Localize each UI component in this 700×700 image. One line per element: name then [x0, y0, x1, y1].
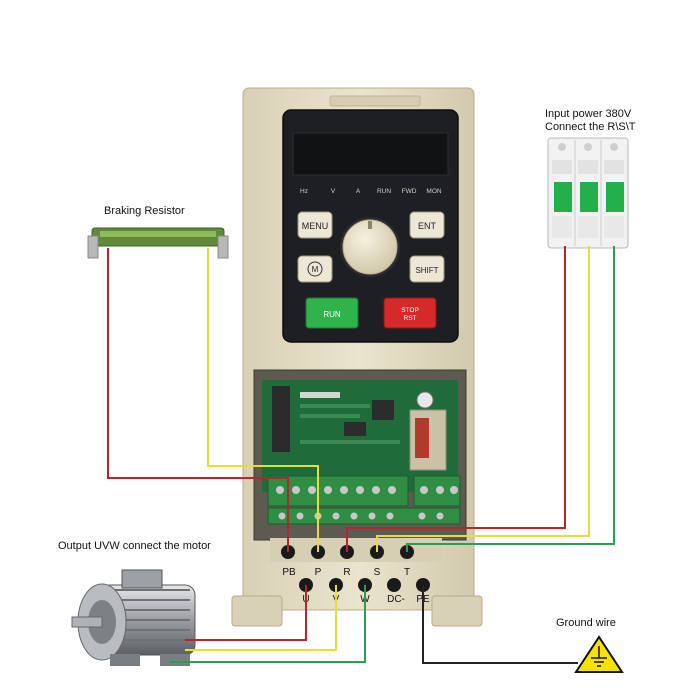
keypad-panel: Hz V A RUN FWD MON MENU ENT M SHIFT — [282, 109, 459, 343]
wire-input-r-red — [346, 246, 566, 552]
input-power-label: Input power 380V — [545, 108, 632, 120]
mount-foot-left — [231, 595, 283, 627]
terminal-label-r: R — [343, 567, 350, 578]
run-button-label: RUN — [323, 310, 341, 319]
mount-foot-right — [431, 595, 483, 627]
wire-output-u-red — [185, 585, 307, 641]
indicator-a: A — [356, 188, 361, 195]
potentiometer-knob[interactable] — [340, 217, 400, 277]
indicator-hz: Hz — [300, 188, 308, 195]
menu-button-label: MENU — [302, 221, 329, 231]
run-button[interactable]: RUN — [305, 297, 359, 329]
ground-symbol — [574, 635, 624, 673]
indicator-fwd: FWD — [402, 188, 417, 195]
wire-input-t-green — [406, 246, 615, 552]
terminal-screw-dc — [387, 578, 401, 592]
indicator-labels: Hz V A RUN FWD MON — [300, 188, 442, 195]
led-display — [292, 132, 449, 176]
breaker-handle-3 — [606, 182, 624, 212]
ground-wire-label: Ground wire — [556, 617, 616, 629]
trimmer-potentiometer — [416, 391, 434, 409]
ent-button-label: ENT — [418, 221, 437, 231]
wire-braking-red — [107, 248, 289, 552]
menu-button[interactable]: MENU — [297, 211, 333, 239]
input-power-connect-label: Connect the R\S\T — [545, 121, 636, 133]
terminal-label-dc: DC- — [387, 594, 405, 605]
motor-shaft — [71, 616, 103, 628]
wires — [107, 246, 615, 664]
output-uvw-label: Output UVW connect the motor — [58, 540, 211, 552]
motor — [71, 569, 196, 666]
terminal-bay — [253, 369, 467, 541]
terminal-label-p: P — [315, 567, 322, 578]
rst-button-label: RST — [404, 315, 417, 322]
wire-output-w-green — [170, 585, 366, 663]
stop-button-label: STOP — [401, 307, 419, 314]
indicator-run: RUN — [377, 188, 391, 195]
circuit-breaker — [547, 137, 629, 249]
control-terminal-block — [267, 475, 409, 507]
control-terminal-screws-row2 — [278, 512, 444, 520]
breaker-handle-1 — [554, 182, 572, 212]
wire-input-s-yellow — [376, 246, 590, 552]
braking-resistor — [87, 227, 229, 259]
power-terminal-block: PB P R S T U V W DC- PE — [270, 538, 442, 605]
indicator-mon: MON — [426, 188, 441, 195]
shift-button-label: SHIFT — [415, 266, 438, 275]
braking-resistor-label: Braking Resistor — [104, 205, 185, 217]
m-button-label: M — [312, 265, 319, 274]
m-button[interactable]: M — [297, 255, 333, 283]
indicator-v: V — [331, 188, 336, 195]
wire-ground-black — [422, 585, 578, 664]
shift-button[interactable]: SHIFT — [409, 255, 445, 283]
breaker-handle-2 — [580, 182, 598, 212]
stop-reset-button[interactable]: STOP RST — [383, 297, 437, 329]
motor-terminal-box — [121, 569, 163, 589]
terminal-label-t: T — [404, 567, 410, 578]
control-terminal-screws — [276, 486, 458, 494]
ent-button[interactable]: ENT — [409, 211, 445, 239]
pcb-connector — [272, 386, 290, 452]
terminal-label-s: S — [374, 567, 381, 578]
wire-braking-yellow — [207, 248, 319, 552]
terminal-label-pb: PB — [282, 567, 296, 578]
wire-output-v-yellow — [185, 585, 337, 651]
pcb-components — [300, 392, 400, 444]
